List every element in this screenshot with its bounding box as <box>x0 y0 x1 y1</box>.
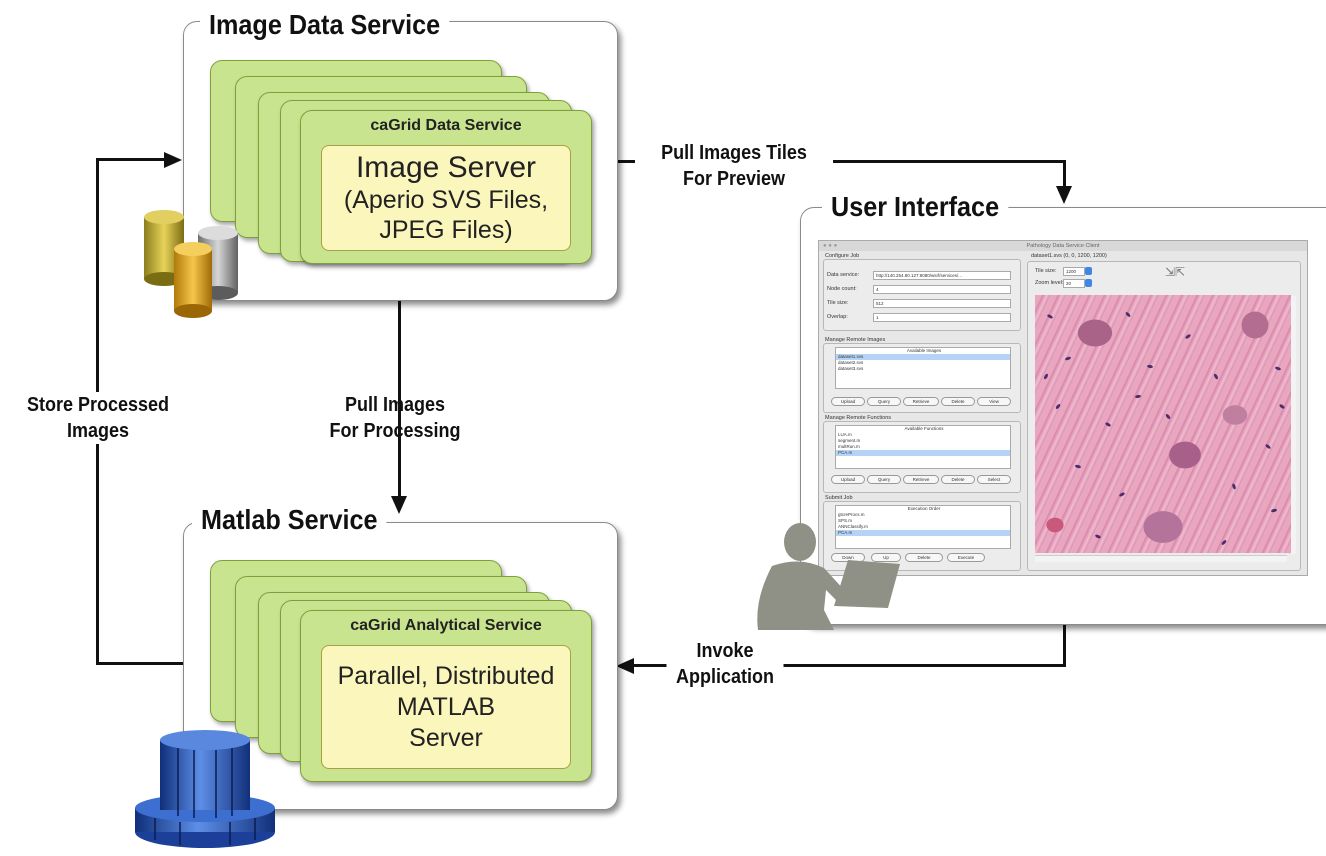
submit-job-label: Submit Job <box>825 495 853 501</box>
pull-processing-line-1: Pull Images <box>344 394 446 416</box>
preview-horizontal-scrollbar[interactable] <box>1035 555 1287 562</box>
function-item[interactable]: LUA.m <box>838 432 852 437</box>
preview-zoom-select[interactable]: 20 <box>1063 279 1085 288</box>
available-functions-list[interactable]: Available Functions LUA.m segment.m mult… <box>835 425 1011 469</box>
arrow-pull-tiles-head <box>1056 186 1072 204</box>
functions-upload-button[interactable]: Upload <box>831 475 865 484</box>
execution-order-list[interactable]: Execution Order gtcreProcs.m SPS.m ANNCl… <box>835 505 1011 549</box>
image-server-line-1: Image Server <box>355 151 537 184</box>
function-item[interactable]: PCA.m <box>836 450 1010 456</box>
overlap-field[interactable]: 1 <box>873 313 1011 322</box>
images-view-button[interactable]: View <box>977 397 1011 406</box>
matlab-server-box: Parallel, Distributed MATLAB Server <box>321 645 571 769</box>
database-icon <box>144 210 238 318</box>
available-images-list[interactable]: Available Images dataset1.svs dataset2.s… <box>835 347 1011 389</box>
connector-store-line-top <box>96 158 166 161</box>
pull-processing-label: Pull Images For Processing <box>301 392 490 444</box>
node-count-label: Node count: <box>827 286 857 292</box>
data-service-card: caGrid Data Service Image Server (Aperio… <box>300 110 592 264</box>
connector-pull-tiles-vertical <box>1063 160 1066 190</box>
tissue-image-preview[interactable] <box>1035 295 1291 553</box>
execution-item[interactable]: gtcreProcs.m <box>838 512 865 517</box>
tile-size-label: Tile size: <box>827 300 849 306</box>
connector-store-line-bottom <box>96 662 186 665</box>
execution-item[interactable]: SPS.m <box>838 518 853 523</box>
functions-delete-button[interactable]: Delete <box>941 475 975 484</box>
data-service-field[interactable]: http://140.254.80.127:8080/wsrf/services… <box>873 271 1011 280</box>
preview-header: dataset1.svs (0, 0, 1200, 1200) <box>1031 253 1107 259</box>
available-images-header: Available Images <box>906 348 942 353</box>
store-processed-line-1: Store Processed <box>26 394 170 416</box>
image-item[interactable]: dataset3.svs <box>838 366 864 371</box>
image-data-service-title: Image Data Service <box>200 8 450 42</box>
matlab-server-line-3: Server <box>409 723 483 752</box>
node-count-field[interactable]: 4 <box>873 285 1011 294</box>
preview-tile-size-label: Tile size: <box>1035 268 1057 274</box>
invoke-line-2: Application <box>675 666 774 688</box>
submit-delete-button[interactable]: Delete <box>905 553 943 562</box>
functions-select-button[interactable]: Select <box>977 475 1011 484</box>
tile-size-chevron-icon[interactable] <box>1085 267 1092 275</box>
preview-tile-size-select[interactable]: 1200 <box>1063 267 1085 276</box>
tile-size-field[interactable]: 512 <box>873 299 1011 308</box>
submit-up-button[interactable]: Up <box>871 553 901 562</box>
navigate-arrows-icon[interactable]: ⇲⇱ <box>1165 265 1186 279</box>
pull-tiles-line-1: Pull Images Tiles <box>635 140 833 166</box>
data-service-label: Data service: <box>827 272 860 278</box>
manage-functions-label: Manage Remote Functions <box>825 415 892 421</box>
function-item[interactable]: multRun.m <box>838 444 860 449</box>
preview-zoom-label: Zoom level: <box>1035 280 1064 286</box>
user-at-laptop-icon <box>757 523 900 630</box>
image-server-line-2: (Aperio SVS Files, <box>343 186 549 214</box>
window-title-bar: Pathology Data Service Client <box>819 241 1307 251</box>
user-interface-title: User Interface <box>822 190 1009 224</box>
pull-processing-line-2: For Processing <box>329 420 461 442</box>
configure-job-label: Configure Job <box>825 253 860 259</box>
connector-invoke-horizontal <box>632 664 1066 667</box>
analytical-service-card-header: caGrid Analytical Service <box>350 617 542 634</box>
image-server-box: Image Server (Aperio SVS Files, JPEG Fil… <box>321 145 571 251</box>
connector-pull-tiles-line <box>615 160 1066 163</box>
image-server-line-3: JPEG Files) <box>379 216 513 244</box>
arrow-store-head <box>164 152 182 168</box>
invoke-application-label: Invoke Application <box>666 638 784 690</box>
image-item[interactable]: dataset1.svs <box>836 354 1010 360</box>
analytical-service-card: caGrid Analytical Service Parallel, Dist… <box>300 610 592 782</box>
pull-tiles-label: Pull Images Tiles For Preview <box>635 140 833 192</box>
arrow-pull-processing-head <box>391 496 407 514</box>
connector-invoke-vertical <box>1063 625 1066 667</box>
zoom-chevron-icon[interactable] <box>1085 279 1092 287</box>
supercomputer-icon <box>135 730 275 848</box>
invoke-line-1: Invoke <box>696 640 754 662</box>
matlab-service-title: Matlab Service <box>192 503 387 537</box>
execution-item[interactable]: ANNClassify.m <box>838 524 868 529</box>
connector-pull-processing-line <box>398 300 401 500</box>
images-retrieve-button[interactable]: Retrieve <box>903 397 939 406</box>
images-query-button[interactable]: Query <box>867 397 901 406</box>
function-item[interactable]: segment.m <box>838 438 861 443</box>
matlab-server-line-2: MATLAB <box>396 692 496 721</box>
functions-query-button[interactable]: Query <box>867 475 901 484</box>
window-traffic-lights: ● ● ● <box>823 243 838 249</box>
arrow-invoke-head <box>616 658 634 674</box>
images-delete-button[interactable]: Delete <box>941 397 975 406</box>
store-processed-label: Store Processed Images <box>9 392 187 444</box>
available-functions-header: Available Functions <box>904 426 944 431</box>
pull-tiles-line-2: For Preview <box>682 168 786 190</box>
store-processed-line-2: Images <box>66 420 130 442</box>
images-upload-button[interactable]: Upload <box>831 397 865 406</box>
manage-images-label: Manage Remote Images <box>825 337 886 343</box>
submit-execute-button[interactable]: Execute <box>947 553 985 562</box>
execution-item[interactable]: PCA.m <box>836 530 1010 536</box>
matlab-server-line-1: Parallel, Distributed <box>337 661 555 690</box>
functions-retrieve-button[interactable]: Retrieve <box>903 475 939 484</box>
data-service-card-header: caGrid Data Service <box>370 117 522 134</box>
execution-order-header: Execution Order <box>907 506 941 511</box>
overlap-label: Overlap: <box>827 314 848 320</box>
image-item[interactable]: dataset2.svs <box>838 360 864 365</box>
